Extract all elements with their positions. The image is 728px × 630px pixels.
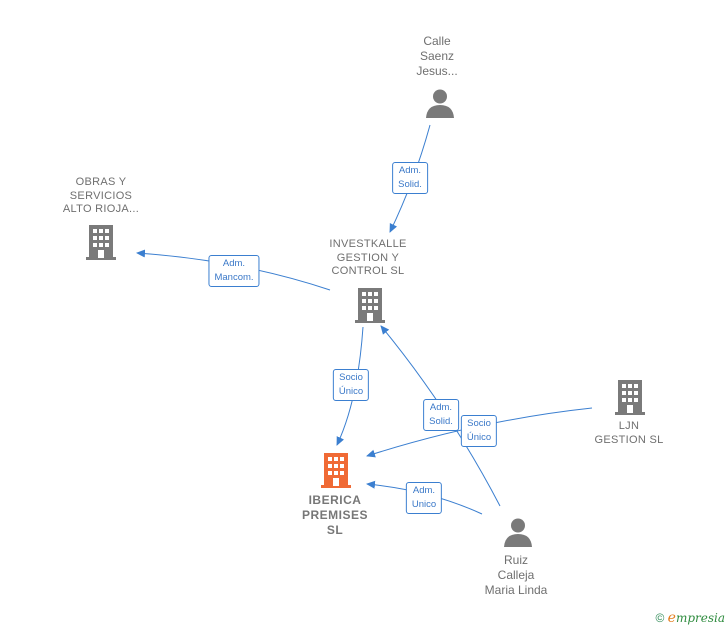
person-icon[interactable] [425, 88, 455, 118]
node-label-line: Calle [423, 34, 451, 48]
copyright-icon: © [655, 611, 665, 625]
edge-label-investkalle-iberica[interactable]: Socio Único [332, 369, 370, 401]
edge-label-line: Mancom. [214, 272, 254, 283]
edge-label-calle-investkalle[interactable]: Adm. Solid. [392, 162, 428, 194]
edge-label-line: Unico [411, 499, 437, 510]
node-label-line: CONTROL SL [331, 265, 405, 277]
building-icon-focus[interactable] [319, 452, 353, 488]
node-label-line: Maria Linda [484, 583, 548, 597]
building-icon[interactable] [84, 224, 118, 260]
node-label-ljn[interactable]: LJN GESTION SL [594, 420, 663, 447]
edge-label-line: Socio [339, 372, 363, 383]
edge-label-ljn-iberica[interactable]: Socio Único [460, 415, 498, 447]
node-label-line: Jesus... [416, 64, 458, 78]
edge-label-line: Solid. [398, 179, 422, 190]
node-label-line: IBERICA [308, 493, 362, 507]
node-label-line: Ruiz [503, 553, 529, 567]
building-icon[interactable] [613, 379, 647, 415]
node-label-obras[interactable]: OBRAS Y SERVICIOS ALTO RIOJA... [63, 176, 139, 217]
node-label-line: GESTION Y [336, 251, 400, 264]
node-label-line: OBRAS Y [75, 176, 127, 188]
node-label-line: Saenz [419, 49, 455, 63]
edge-label-line: Adm. [412, 485, 436, 496]
node-label-line: GESTION SL [594, 433, 664, 446]
node-label-line: SL [326, 523, 344, 537]
building-icon[interactable] [353, 287, 387, 323]
edge-label-line: Único [466, 432, 492, 443]
edge-label-line: Adm. [222, 258, 246, 269]
edge-label-line: Único [338, 386, 364, 397]
edge-label-line: Adm. [398, 165, 422, 176]
node-label-line: INVESTKALLE [329, 238, 407, 250]
node-label-line: SERVICIOS [69, 189, 133, 202]
node-label-investkalle[interactable]: INVESTKALLE GESTION Y CONTROL SL [329, 238, 406, 279]
node-label-calle[interactable]: Calle Saenz Jesus... [416, 34, 457, 79]
edge-label-line: Solid. [429, 416, 453, 427]
node-label-line: ALTO RIOJA... [62, 203, 140, 215]
edge-label-line: Adm. [429, 402, 453, 413]
edge-label-ruiz-iberica[interactable]: Adm. Unico [405, 482, 443, 514]
node-label-iberica[interactable]: IBERICA PREMISES SL [302, 493, 368, 538]
brand-footer[interactable]: © empresia [655, 610, 725, 626]
node-label-ruiz[interactable]: Ruiz Calleja Maria Linda [485, 553, 548, 598]
edge-label-investkalle-obras[interactable]: Adm. Mancom. [208, 255, 260, 287]
brand-logo: empresia [667, 610, 725, 626]
node-label-line: LJN [618, 420, 640, 432]
edge-label-line: Socio [467, 418, 491, 429]
edge-label-ruiz-investkalle[interactable]: Adm. Solid. [423, 399, 459, 431]
node-label-line: PREMISES [301, 508, 369, 522]
person-icon[interactable] [503, 517, 533, 547]
node-label-line: Calleja [497, 568, 535, 582]
